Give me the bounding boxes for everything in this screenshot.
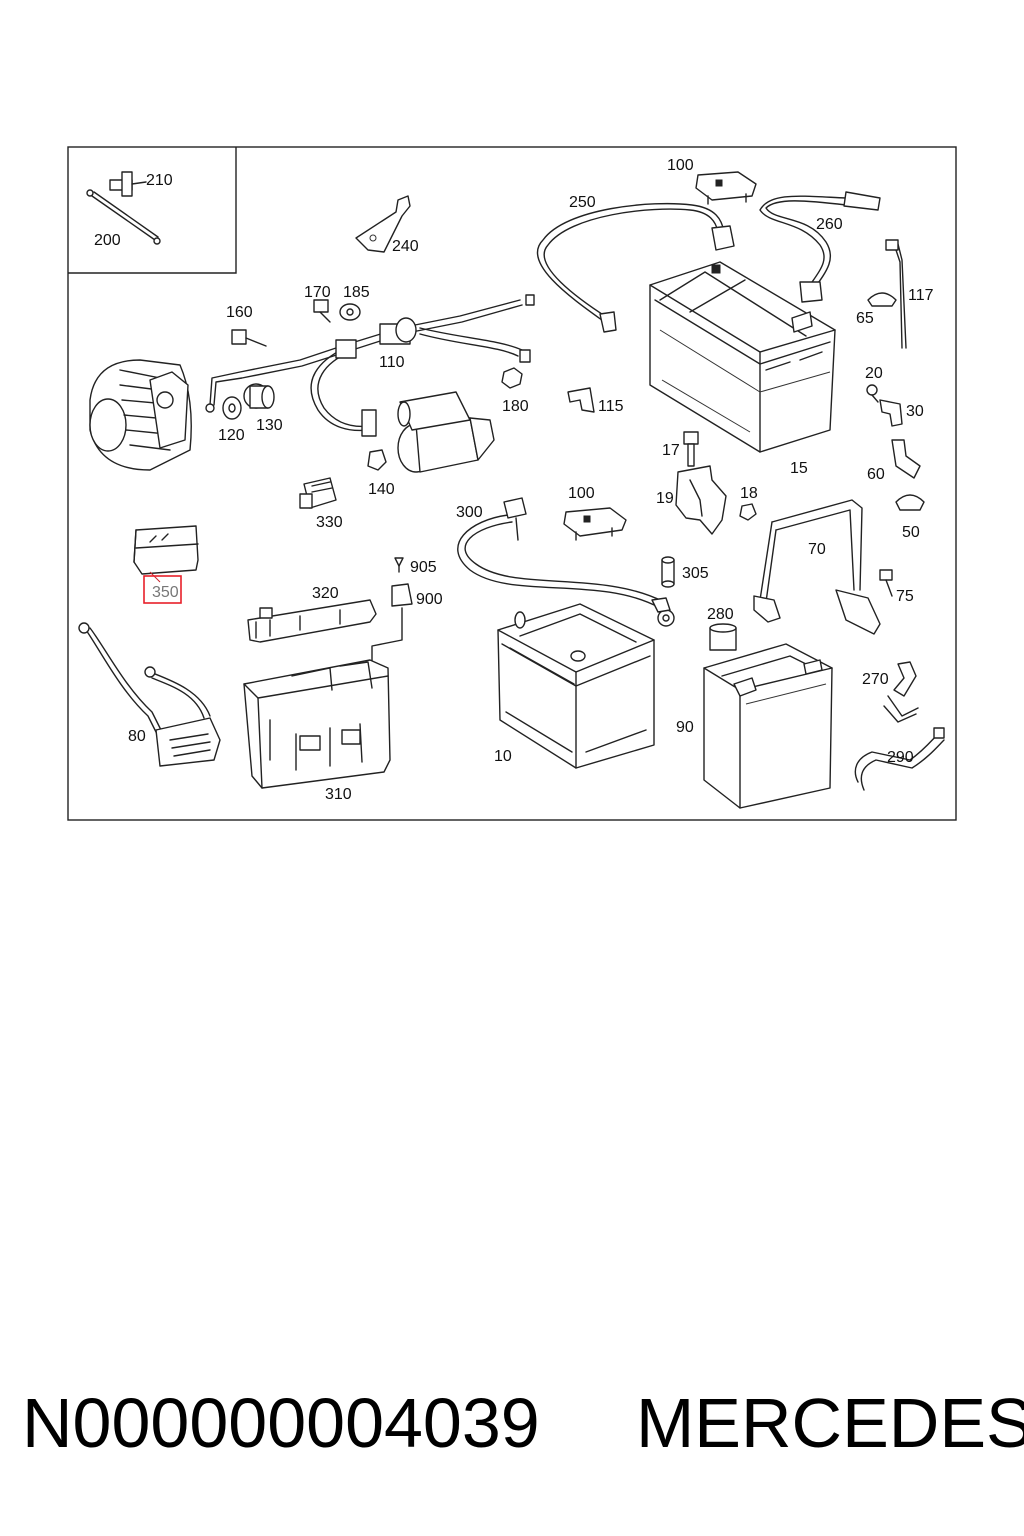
callout-905: 905	[410, 559, 437, 576]
callout-17: 17	[662, 442, 680, 459]
part-300-cable	[457, 497, 675, 627]
parts-diagram: 210 200 240 100 250 260 170 185 160 110 …	[67, 146, 957, 821]
callout-170: 170	[304, 284, 331, 301]
callout-60: 60	[867, 466, 885, 483]
part-65-grommet	[867, 292, 897, 307]
part-905-pin	[394, 557, 404, 573]
part-70-strap	[753, 499, 881, 635]
callout-18: 18	[740, 485, 758, 502]
part-30-elbow	[879, 399, 903, 427]
callout-110: 110	[379, 354, 405, 371]
callout-50: 50	[902, 524, 920, 541]
part-18-nut	[739, 503, 757, 521]
callout-250: 250	[569, 194, 596, 211]
part-185-washer	[339, 303, 361, 321]
callout-200: 200	[94, 232, 121, 249]
part-200-cable	[86, 189, 161, 245]
callout-30: 30	[906, 403, 924, 420]
part-130-sleeve	[243, 383, 275, 409]
part-115-clip	[567, 387, 595, 413]
callout-305: 305	[682, 565, 709, 582]
callout-900: 900	[416, 591, 443, 608]
part-900-plug	[371, 583, 413, 663]
part-250-cable	[543, 208, 719, 319]
callout-330: 330	[316, 514, 343, 531]
callout-320: 320	[312, 585, 339, 602]
callout-20: 20	[865, 365, 883, 382]
alternator	[89, 359, 192, 471]
callout-185: 185	[343, 284, 370, 301]
part-60-hose	[891, 439, 921, 479]
part-160-bolt	[231, 329, 267, 347]
part-180-nut	[501, 367, 523, 389]
part-260-cable	[759, 195, 847, 289]
callout-260: 260	[816, 216, 843, 233]
part-310-fusebox	[243, 659, 391, 789]
diagram-frame	[67, 146, 957, 821]
brand-name: MERCEDES	[636, 1384, 1024, 1462]
part-170-bolt	[313, 299, 331, 323]
part-19-bracket	[675, 465, 727, 535]
callout-117: 117	[908, 287, 934, 304]
callout-90: 90	[676, 719, 694, 736]
callout-65: 65	[856, 310, 874, 327]
callout-19: 19	[656, 490, 674, 507]
part-330-connector	[299, 477, 337, 509]
part-100-cover-top	[695, 171, 757, 201]
callout-130: 130	[256, 417, 283, 434]
starter-motor	[397, 391, 495, 473]
callout-140: 140	[368, 481, 395, 498]
part-305-spacer	[661, 556, 675, 588]
inset-frame	[68, 147, 237, 274]
part-80-loom	[78, 622, 221, 767]
part-140-nut	[367, 449, 387, 471]
part-75-bolt	[879, 569, 893, 597]
callout-100-bottom: 100	[568, 485, 595, 502]
part-90-battery	[703, 643, 833, 809]
part-280-cap	[709, 623, 737, 651]
callout-280: 280	[707, 606, 734, 623]
callout-120: 120	[218, 427, 245, 444]
callout-70: 70	[808, 541, 826, 558]
callout-350-highlight-box[interactable]	[143, 575, 182, 604]
footer: N000000004039 MERCEDES	[0, 1378, 1024, 1468]
callout-80: 80	[128, 728, 146, 745]
callout-10: 10	[494, 748, 512, 765]
callout-180: 180	[502, 398, 529, 415]
part-210-bolt	[109, 171, 147, 197]
callout-310: 310	[325, 786, 352, 803]
callout-115: 115	[598, 398, 624, 415]
callout-160: 160	[226, 304, 253, 321]
part-20-fitting	[866, 384, 879, 403]
part-10-battery	[497, 603, 655, 769]
part-270-hose	[893, 661, 917, 697]
callout-300: 300	[456, 504, 483, 521]
callout-270: 270	[862, 671, 889, 688]
callout-290: 290	[887, 749, 914, 766]
part-100-cover-bottom	[563, 507, 627, 537]
part-15-battery	[649, 261, 836, 453]
part-320-rail	[247, 599, 377, 643]
callout-100-top: 100	[667, 157, 694, 174]
callout-75: 75	[896, 588, 914, 605]
part-number: N000000004039	[22, 1384, 540, 1462]
part-290-hose	[854, 733, 939, 783]
part-350-relay	[133, 525, 199, 575]
part-50-grommet	[895, 494, 925, 511]
part-17-bolt	[683, 431, 699, 467]
callout-350-leader	[149, 571, 161, 583]
callout-350[interactable]: 350	[152, 584, 179, 601]
callout-210: 210	[146, 172, 173, 189]
callout-240: 240	[392, 238, 419, 255]
part-110-harness	[205, 294, 535, 437]
callout-15: 15	[790, 460, 808, 477]
